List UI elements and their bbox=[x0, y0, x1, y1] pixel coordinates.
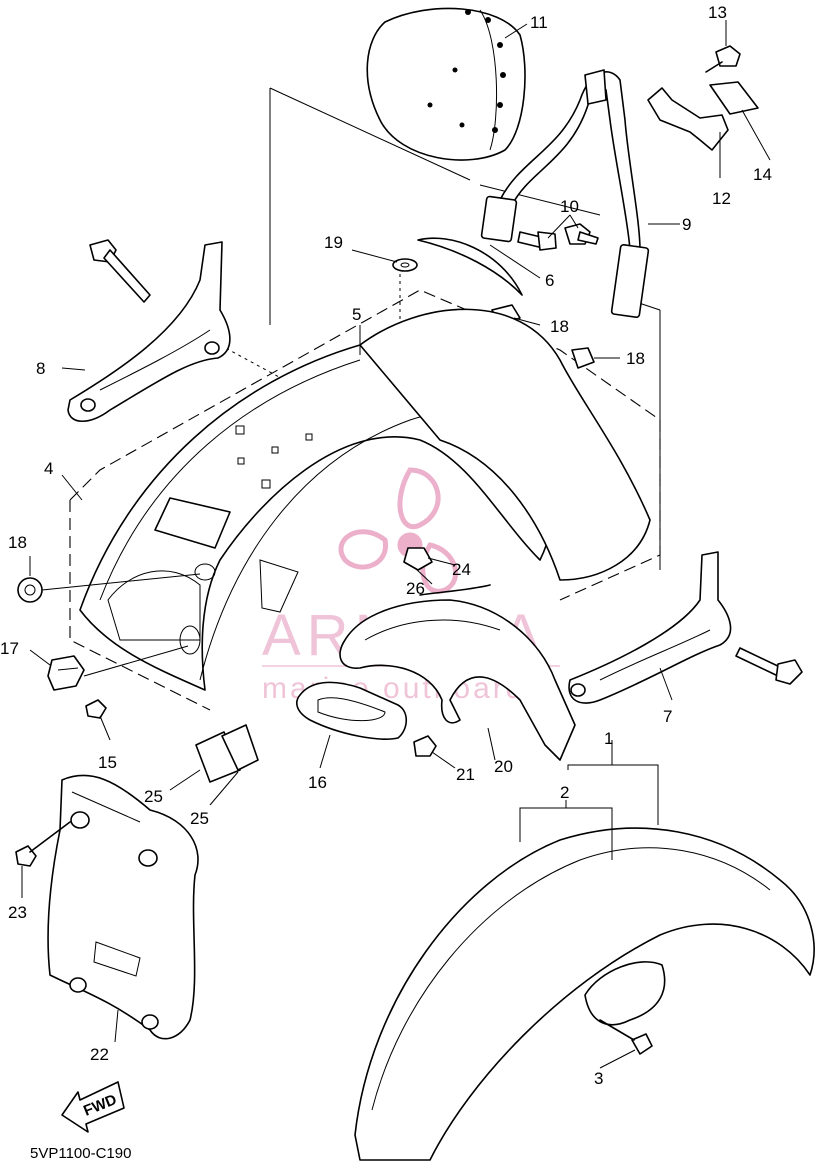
wire-26-part bbox=[419, 584, 491, 596]
bolt-23-part bbox=[15, 821, 71, 867]
callout-17: 17 bbox=[0, 639, 19, 658]
callout-9: 9 bbox=[682, 215, 691, 234]
leader-lines bbox=[21, 20, 771, 1069]
callout-21: 21 bbox=[456, 765, 475, 784]
callout-14: 14 bbox=[753, 165, 772, 184]
callout-18-top: 18 bbox=[550, 317, 569, 336]
screw-3-part bbox=[599, 1019, 653, 1055]
callout-23: 23 bbox=[8, 903, 27, 922]
callout-3: 3 bbox=[594, 1069, 603, 1088]
callout-24: 24 bbox=[452, 560, 471, 579]
pad-14-part bbox=[709, 81, 759, 115]
screw-15-part bbox=[85, 699, 107, 719]
watermark-propeller-icon bbox=[338, 467, 459, 594]
side-cover-22-part bbox=[47, 774, 199, 1040]
right-bracket-7-part bbox=[568, 551, 732, 704]
washer-19-part bbox=[392, 258, 418, 272]
callout-22: 22 bbox=[90, 1045, 109, 1064]
callout-5: 5 bbox=[352, 305, 361, 324]
bolt-13-part bbox=[705, 45, 741, 73]
fwd-arrow-icon: FWD bbox=[61, 1081, 125, 1133]
diagram-code: 5VP1100-C190 bbox=[30, 1145, 131, 1162]
callout-6: 6 bbox=[545, 271, 554, 290]
bolt-7-part bbox=[735, 647, 803, 685]
bolt-8-part bbox=[89, 239, 151, 303]
callout-25-left: 25 bbox=[144, 787, 163, 806]
callout-1: 1 bbox=[604, 729, 613, 748]
pad-25-parts bbox=[195, 724, 259, 783]
backrest-bar-part bbox=[480, 69, 650, 319]
callout-16: 16 bbox=[308, 773, 327, 792]
callout-12: 12 bbox=[712, 189, 731, 208]
rear-fender-assembly-part bbox=[79, 308, 651, 691]
reflector-16-part bbox=[296, 681, 408, 740]
callout-2: 2 bbox=[560, 783, 569, 802]
callout-13: 13 bbox=[708, 3, 727, 22]
callout-8: 8 bbox=[36, 359, 45, 378]
callout-15: 15 bbox=[98, 753, 117, 772]
callout-10: 10 bbox=[560, 197, 579, 216]
callout-20: 20 bbox=[494, 757, 513, 776]
left-bracket-8-part bbox=[67, 241, 231, 423]
callout-25-right: 25 bbox=[190, 809, 209, 828]
callout-19: 19 bbox=[324, 233, 343, 252]
clip-24-part bbox=[403, 547, 433, 571]
front-fender-2-part bbox=[354, 827, 815, 1161]
callout-18-left: 18 bbox=[8, 533, 27, 552]
callout-18-mid: 18 bbox=[626, 349, 645, 368]
bolt-10-parts bbox=[517, 223, 599, 251]
callout-7: 7 bbox=[663, 707, 672, 726]
callout-4: 4 bbox=[44, 459, 53, 478]
strip-6-part bbox=[417, 237, 523, 296]
callout-26: 26 bbox=[406, 579, 425, 598]
seat-pad-part bbox=[366, 7, 526, 161]
grommet-17-part bbox=[47, 655, 85, 691]
bolt-21-part bbox=[413, 735, 437, 757]
callout-11: 11 bbox=[530, 13, 548, 32]
license-bracket-20-part bbox=[339, 599, 576, 761]
callout-labels: 1 2 3 4 5 6 7 8 9 10 11 12 13 14 15 16 1… bbox=[0, 3, 772, 1088]
bracket-12-part bbox=[647, 87, 729, 151]
